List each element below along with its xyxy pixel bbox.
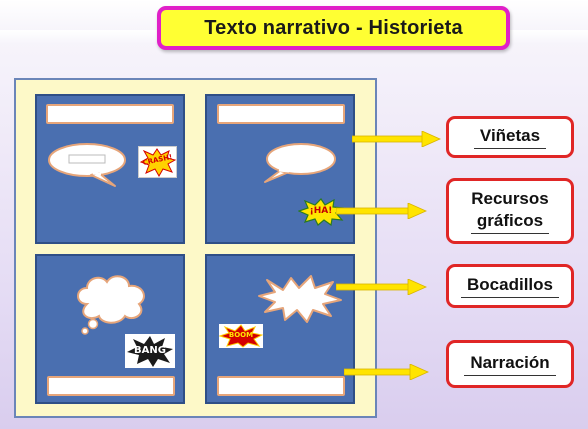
label-vinetas: Viñetas: [446, 116, 574, 158]
caption-box: [217, 376, 345, 396]
shout-balloon-icon: [258, 275, 342, 323]
boom-burst-icon: [219, 324, 263, 348]
crash-burst-icon: [139, 148, 176, 177]
caption-box: [47, 376, 175, 396]
iha-burst-icon: [298, 198, 344, 226]
bang-text: BANG: [134, 345, 166, 356]
bang-burst-icon: [127, 336, 173, 367]
arrow-icon: [344, 364, 429, 380]
label-narracion-text: Narración: [464, 352, 556, 376]
label-vinetas-text: Viñetas: [473, 125, 547, 149]
caption-box: [46, 104, 174, 124]
caption-box: [217, 104, 345, 124]
comic-panel-top-right: ¡HA!: [205, 94, 355, 244]
arrow-icon: [336, 203, 427, 219]
label-bocadillos-text: Bocadillos: [461, 274, 559, 298]
label-recursos-line2: gráficos: [470, 210, 550, 234]
arrow-icon: [352, 131, 441, 147]
label-narracion: Narración: [446, 340, 574, 388]
boom-sound-effect: BOOM: [219, 324, 263, 348]
label-recursos-graficos: Recursos gráficos: [446, 178, 574, 244]
arrow-icon: [336, 279, 427, 295]
iha-sound-effect: ¡HA!: [298, 198, 344, 226]
bang-sound-effect: BANG: [125, 334, 175, 368]
page-title-text: Texto narrativo - Historieta: [204, 16, 463, 39]
label-recursos-line1: Recursos: [471, 189, 549, 208]
comic-panel-bottom-right: BOOM: [205, 254, 355, 404]
speech-balloon-icon: [48, 143, 126, 187]
speech-balloon-icon: [264, 143, 336, 183]
thought-balloon-icon: [77, 275, 145, 335]
comic-panel-top-left: CRASH!: [35, 94, 185, 244]
boom-text: BOOM: [228, 331, 254, 339]
comic-panel-bottom-left: BANG: [35, 254, 185, 404]
comic-page: CRASH! ¡HA! BANG: [14, 78, 377, 418]
crash-sound-effect: CRASH!: [138, 146, 177, 178]
page-title: Texto narrativo - Historieta: [157, 6, 510, 50]
label-bocadillos: Bocadillos: [446, 264, 574, 308]
iha-text: ¡HA!: [309, 206, 333, 216]
